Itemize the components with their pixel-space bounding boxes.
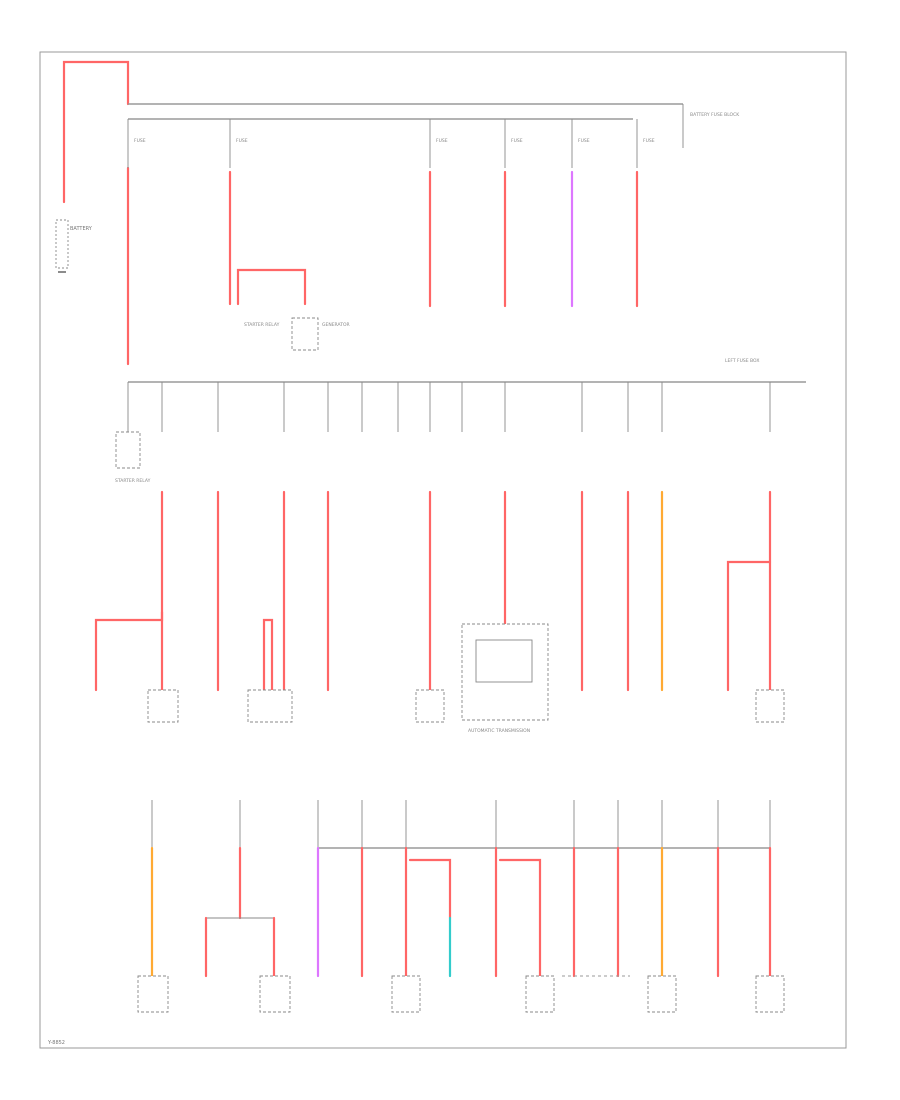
battery-fuse-block-label: BATTERY FUSE BLOCK [690,112,740,118]
top-right-wires [428,170,639,308]
svg-text:FUSE: FUSE [236,138,248,144]
starter-relay [115,431,141,469]
starter-relay-label: STARTER RELAY [115,478,151,484]
footer-code: Y-8852 [47,1040,65,1046]
diagram-frame [39,51,847,1049]
top-fuse-drops: FUSE FUSE FUSE FUSE FUSE FUSE [127,119,655,168]
svg-text:FUSE: FUSE [643,138,655,144]
bottom-fuse-drops [151,800,771,848]
battery-label: BATTERY [70,226,93,232]
starter-relay-ref-label: STARTER RELAY [244,322,280,328]
bottom-components [137,975,785,1013]
bottom-wires [150,846,772,978]
middle-wires [94,490,772,692]
generator-label: GENERATOR [322,322,350,328]
svg-text:FUSE: FUSE [511,138,523,144]
automatic-transmission-label: AUTOMATIC TRANSMISSION [468,728,530,734]
battery: BATTERY [55,219,93,273]
middle-fuse-drops [127,382,771,432]
svg-text:FUSE: FUSE [134,138,146,144]
middle-components [147,689,785,723]
starter-generator-wires: GENERATOR STARTER RELAY [228,170,350,351]
left-fuse-box-label: LEFT FUSE BOX [725,358,759,364]
svg-text:FUSE: FUSE [436,138,448,144]
svg-text:FUSE: FUSE [578,138,590,144]
battery-feed-wire [62,60,130,366]
